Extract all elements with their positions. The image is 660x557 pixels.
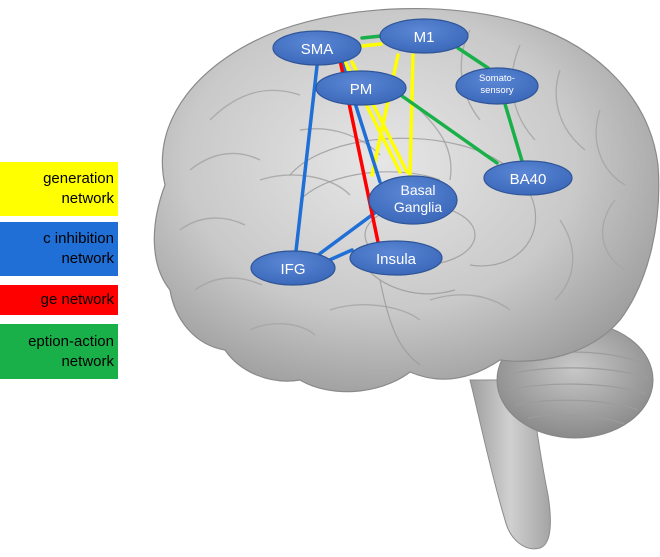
node-sma: SMA	[272, 30, 362, 66]
node-insula: Insula	[349, 240, 443, 276]
node-pm: PM	[315, 70, 407, 106]
node-ifg-shape	[250, 250, 336, 286]
node-somatosensory: Somato-sensory	[455, 67, 539, 105]
legend-perception-label: eption-action network	[28, 332, 114, 370]
node-m1: M1	[379, 18, 469, 54]
conn-ifg-basal-blue	[316, 210, 378, 257]
legend-perception-action-network: eption-action network	[0, 324, 118, 379]
legend-generation-network: generation network	[0, 162, 118, 216]
conn-m1-basal-yellow-b	[408, 53, 415, 177]
conn-pm-ba40-green	[400, 94, 499, 165]
node-ifg-label: IFG	[281, 261, 306, 278]
node-insula-shape	[349, 240, 443, 276]
node-somatosensory-shape	[455, 67, 539, 105]
node-basal-ganglia-shape	[368, 175, 458, 225]
node-pm-label: PM	[350, 81, 373, 98]
conn-sma-m1-green	[360, 34, 383, 40]
node-m1-label: M1	[414, 29, 435, 46]
legend-urge-label: ge network	[40, 291, 114, 308]
legend-inhibition-network: c inhibition network	[0, 222, 118, 276]
node-pm-shape	[315, 70, 407, 106]
node-sma-label: SMA	[301, 41, 334, 58]
node-ba40: BA40	[483, 160, 573, 196]
conn-m1-somato-green	[456, 46, 490, 70]
conn-sma-m1-yellow	[360, 42, 383, 48]
node-ifg: IFG	[250, 250, 336, 286]
legend-urge-network: ge network	[0, 285, 118, 315]
node-m1-shape	[379, 18, 469, 54]
conn-somato-ba40-green	[503, 102, 524, 163]
conn-m1-basal-yellow-a	[370, 53, 400, 177]
node-insula-label: Insula	[376, 251, 417, 268]
node-sma-shape	[272, 30, 362, 66]
node-ba40-label: BA40	[510, 171, 547, 188]
legend-generation-label: generation network	[43, 170, 114, 207]
brain-illustration	[153, 7, 660, 550]
node-somatosensory-label: Somato-sensory	[479, 73, 515, 96]
legend-inhibition-label: c inhibition network	[43, 230, 114, 267]
conn-sma-ifg-blue	[294, 64, 319, 253]
node-ba40-shape	[483, 160, 573, 196]
